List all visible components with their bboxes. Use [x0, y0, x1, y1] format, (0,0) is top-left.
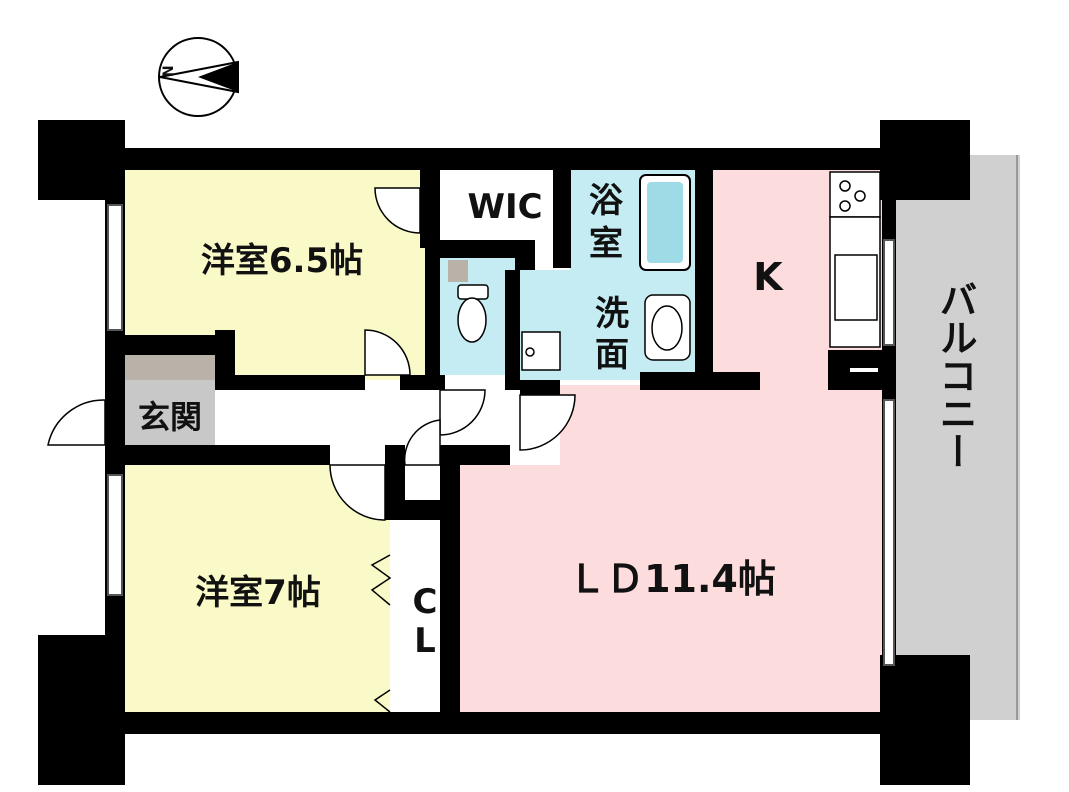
- shoe-cabinet: [125, 355, 215, 380]
- western-room-2-label: 洋室7帖: [195, 573, 321, 613]
- balcony-label: バルコニー: [933, 280, 977, 470]
- north-arrow-icon: N: [158, 37, 239, 117]
- bath-label-2: 室: [589, 224, 623, 264]
- kitchen-sink-icon: [834, 254, 878, 321]
- fridge-space: [850, 368, 878, 372]
- ld-label: ＬＤ11.4帖: [568, 557, 776, 601]
- toilet-icon: [457, 284, 489, 343]
- entrance-floor: [125, 380, 215, 445]
- ld-kitchen-floor: [455, 165, 890, 715]
- toilet-cabinet: [448, 260, 468, 282]
- balcony-area: [895, 155, 1020, 720]
- closet-floor: [390, 515, 440, 715]
- bathtub-icon: [639, 174, 691, 271]
- wic-label: WIC: [467, 187, 542, 227]
- closet-label-2: L: [414, 621, 436, 661]
- sink-icon: [644, 294, 691, 361]
- washing-machine-pan: [521, 331, 561, 371]
- stove-icon: [829, 171, 881, 218]
- closet-label-1: C: [413, 582, 438, 622]
- doors: [47, 187, 576, 521]
- washroom-label-1: 洗: [595, 294, 629, 334]
- kitchen-label: K: [753, 255, 784, 299]
- western-room-2-floor: [120, 465, 390, 715]
- windows: [107, 204, 895, 666]
- bath-label-1: 浴: [589, 181, 624, 221]
- entrance-label: 玄関: [138, 398, 202, 436]
- compass-label: N: [161, 65, 177, 77]
- washroom-label-2: 面: [595, 335, 629, 375]
- western-room-1-label: 洋室6.5帖: [201, 241, 363, 281]
- closet-doors: [370, 554, 392, 606]
